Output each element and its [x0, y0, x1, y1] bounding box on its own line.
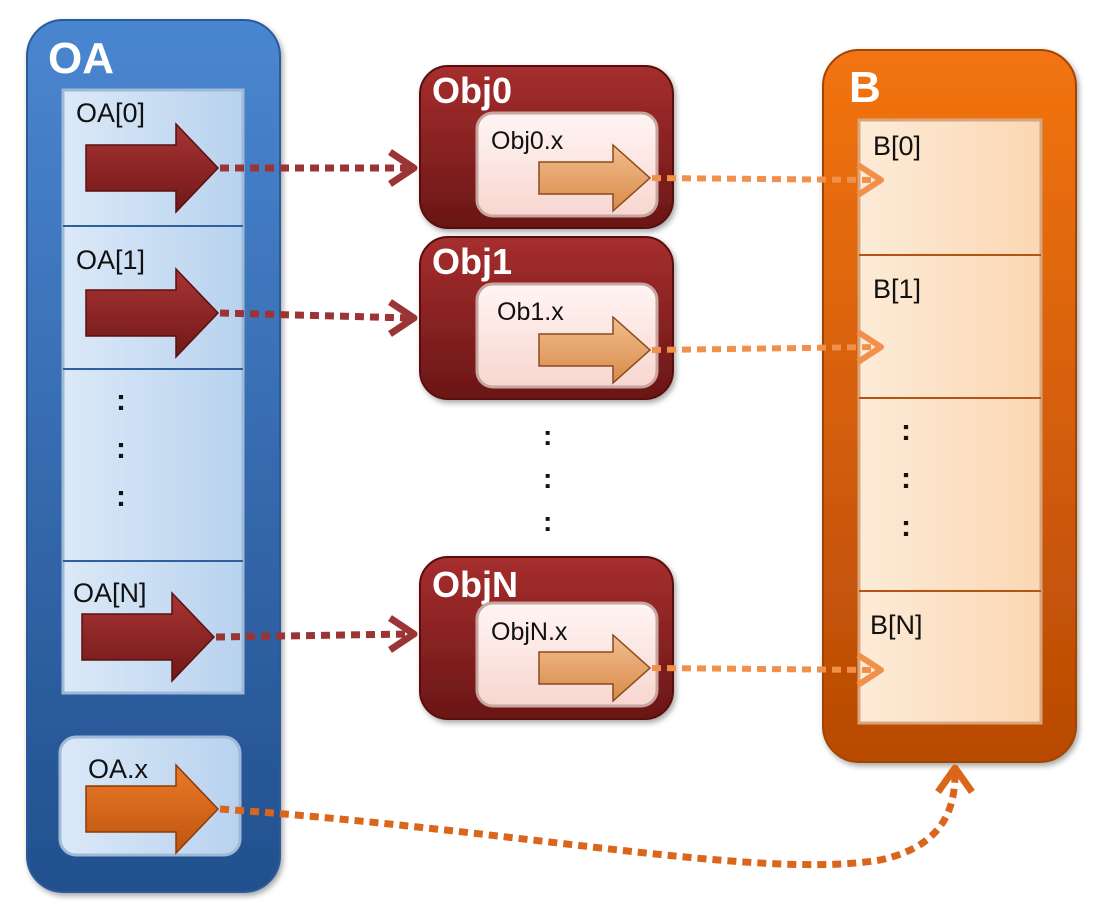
obj0x-to-b0-connector — [651, 175, 877, 183]
oa-cell-1-label: OA[1] — [76, 245, 145, 275]
oax-to-b-arrowhead-icon — [935, 764, 975, 795]
obj1-x-pointer-arrow-icon — [538, 315, 652, 385]
b-ellipsis-dot: : — [901, 510, 911, 543]
obj0-title: Obj0 — [432, 70, 512, 111]
objn-block: ObjN ObjN.x — [419, 556, 674, 720]
b-cells-column — [857, 118, 1043, 725]
oa-x-pointer-arrow-icon — [85, 763, 220, 855]
oa-1-pointer-arrow-icon — [85, 267, 220, 359]
b-title: B — [849, 63, 881, 112]
b-ellipsis-dot: : — [901, 414, 911, 447]
obj1-x-label: Ob1.x — [497, 298, 564, 326]
oa-ellipsis-dot: : — [116, 384, 126, 417]
objects-ellipsis-dot: : — [543, 463, 552, 494]
oa-ellipsis-dot: : — [116, 480, 126, 513]
objnx-to-bn-arrowhead-icon — [856, 652, 884, 688]
obj1x-to-b1-arrowhead-icon — [856, 329, 884, 365]
obj0-x-label: Obj0.x — [491, 127, 564, 155]
oa-ellipsis-dot: : — [116, 432, 126, 465]
b-array-block: B B[0] B[1] B[N] : : : — [822, 49, 1077, 763]
obj1-title: Obj1 — [432, 241, 512, 282]
oa0-to-obj0-arrowhead-icon — [388, 149, 418, 187]
oa1-to-obj1-connector — [219, 309, 411, 322]
b-cell-1-label: B[1] — [873, 274, 921, 304]
b-cell-n-label: B[N] — [870, 610, 923, 640]
objn-x-pointer-arrow-icon — [538, 633, 652, 703]
objects-ellipsis-dot: : — [543, 420, 552, 451]
obj1x-to-b1-connector — [651, 344, 877, 353]
pointer-connectors — [215, 149, 975, 869]
obj0x-to-b0-arrowhead-icon — [856, 162, 884, 198]
b-cell-0-label: B[0] — [873, 131, 921, 161]
b-ellipsis-dot: : — [901, 462, 911, 495]
objn-title: ObjN — [432, 564, 518, 605]
obj0-x-pointer-arrow-icon — [538, 143, 652, 213]
objn-x-label: ObjN.x — [491, 618, 568, 646]
oan-to-objn-connector — [215, 630, 411, 641]
oan-to-objn-arrowhead-icon — [388, 615, 418, 653]
oa-cell-0-label: OA[0] — [76, 98, 145, 128]
oa-n-pointer-arrow-icon — [81, 591, 216, 683]
oa-title: OA — [48, 34, 114, 83]
oa-0-pointer-arrow-icon — [85, 122, 220, 214]
objnx-to-bn-connector — [651, 665, 877, 673]
oa-array-block: OA OA[0] OA[1] OA[N] : : : OA.x — [26, 19, 281, 893]
oa1-to-obj1-arrowhead-icon — [388, 299, 418, 337]
obj1-block: Obj1 Ob1.x — [419, 236, 674, 400]
objects-ellipsis-dot: : — [543, 506, 552, 537]
oax-to-b-connector — [219, 771, 959, 869]
oa-cell-n-label: OA[N] — [73, 578, 147, 608]
oa-x-label: OA.x — [88, 754, 149, 784]
obj0-block: Obj0 Obj0.x — [419, 65, 674, 229]
